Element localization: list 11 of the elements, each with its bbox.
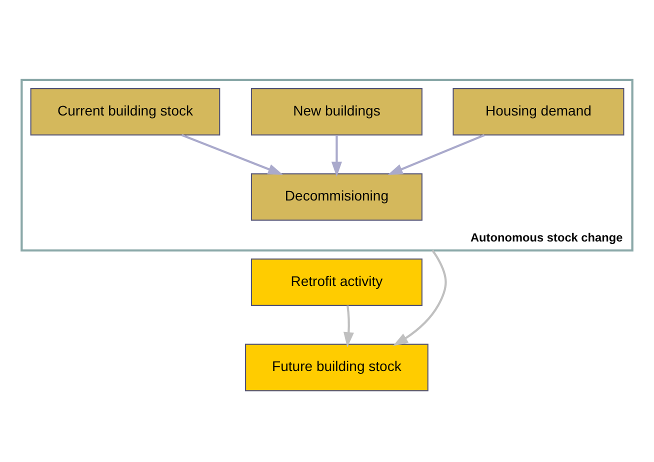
arrow	[392, 250, 447, 346]
node-box: Current building stock	[30, 88, 220, 136]
node-box: Housing demand	[452, 88, 624, 136]
arrow	[343, 305, 354, 348]
arrow	[331, 135, 342, 177]
node-box: Future building stock	[245, 344, 428, 392]
node-box: Retrofit activity	[250, 258, 422, 306]
node-box: New buildings	[250, 88, 422, 136]
arrow	[181, 134, 284, 175]
arrow	[388, 134, 485, 175]
node-box: Decommisioning	[250, 173, 422, 221]
